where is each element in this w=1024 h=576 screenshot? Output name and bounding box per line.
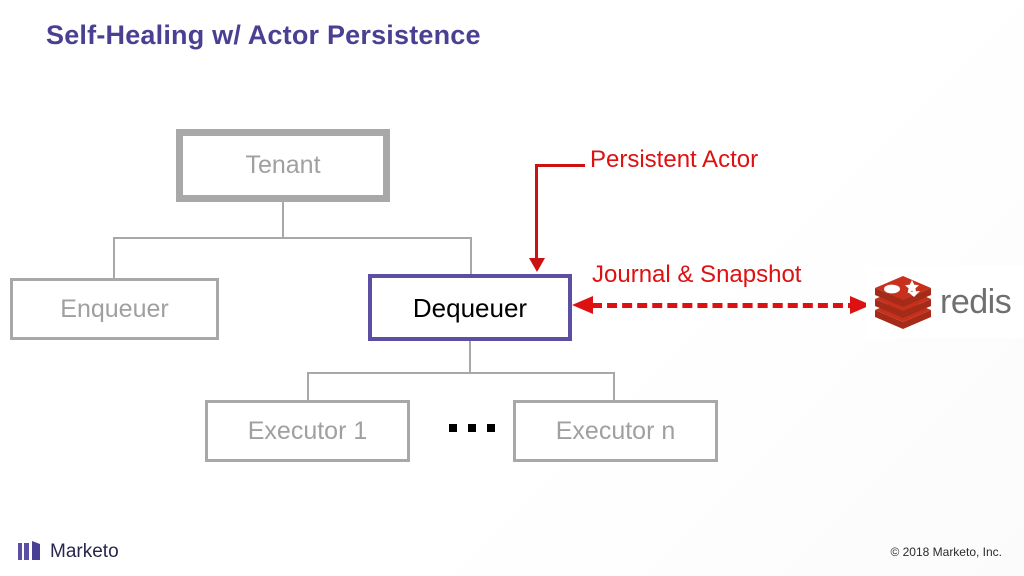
ellipsis-dot xyxy=(487,424,495,432)
ellipsis-dot xyxy=(468,424,476,432)
ellipsis-indicator xyxy=(449,424,495,432)
marketo-logo: Marketo xyxy=(18,541,119,562)
persistent-actor-leader-vertical xyxy=(535,164,538,260)
marketo-mark-icon xyxy=(18,541,40,560)
node-dequeuer[interactable]: Dequeuer xyxy=(368,274,572,341)
node-executor-1[interactable]: Executor 1 xyxy=(205,400,410,462)
node-executor-n-label: Executor n xyxy=(555,416,676,445)
node-dequeuer-label: Dequeuer xyxy=(412,292,528,323)
connector-dequeuer-children-down xyxy=(469,341,471,373)
arrow-left-icon xyxy=(572,296,593,314)
connector-executorn-down xyxy=(613,372,615,400)
journal-snapshot-dashed-line xyxy=(592,303,858,308)
label-journal-snapshot: Journal & Snapshot xyxy=(592,261,802,288)
arrow-right-icon xyxy=(850,296,871,314)
connector-executor1-down xyxy=(307,372,309,400)
connector-bus-bottom xyxy=(307,372,615,374)
node-executor-1-label: Executor 1 xyxy=(247,416,368,445)
connector-bus-top xyxy=(113,237,472,239)
page-title: Self-Healing w/ Actor Persistence xyxy=(46,20,481,50)
node-enqueuer[interactable]: Enqueuer xyxy=(10,278,219,340)
node-executor-n[interactable]: Executor n xyxy=(513,400,718,462)
connector-tenant-down xyxy=(282,202,284,238)
copyright-text: © 2018 Marketo, Inc. xyxy=(890,545,1002,559)
persistent-actor-leader-horizontal xyxy=(535,164,585,167)
node-tenant[interactable]: Tenant xyxy=(176,129,390,202)
marketo-wordmark: Marketo xyxy=(50,541,119,562)
persistent-actor-arrowhead-icon xyxy=(529,258,545,272)
redis-logo: redis xyxy=(866,266,1024,338)
redis-cube-icon xyxy=(875,276,931,329)
label-persistent-actor: Persistent Actor xyxy=(590,146,759,173)
node-tenant-label: Tenant xyxy=(245,151,321,179)
redis-wordmark: redis xyxy=(940,283,1012,321)
ellipsis-dot xyxy=(449,424,457,432)
node-enqueuer-label: Enqueuer xyxy=(60,294,169,323)
connector-enqueuer-down xyxy=(113,237,115,278)
connector-dequeuer-down xyxy=(470,237,472,274)
